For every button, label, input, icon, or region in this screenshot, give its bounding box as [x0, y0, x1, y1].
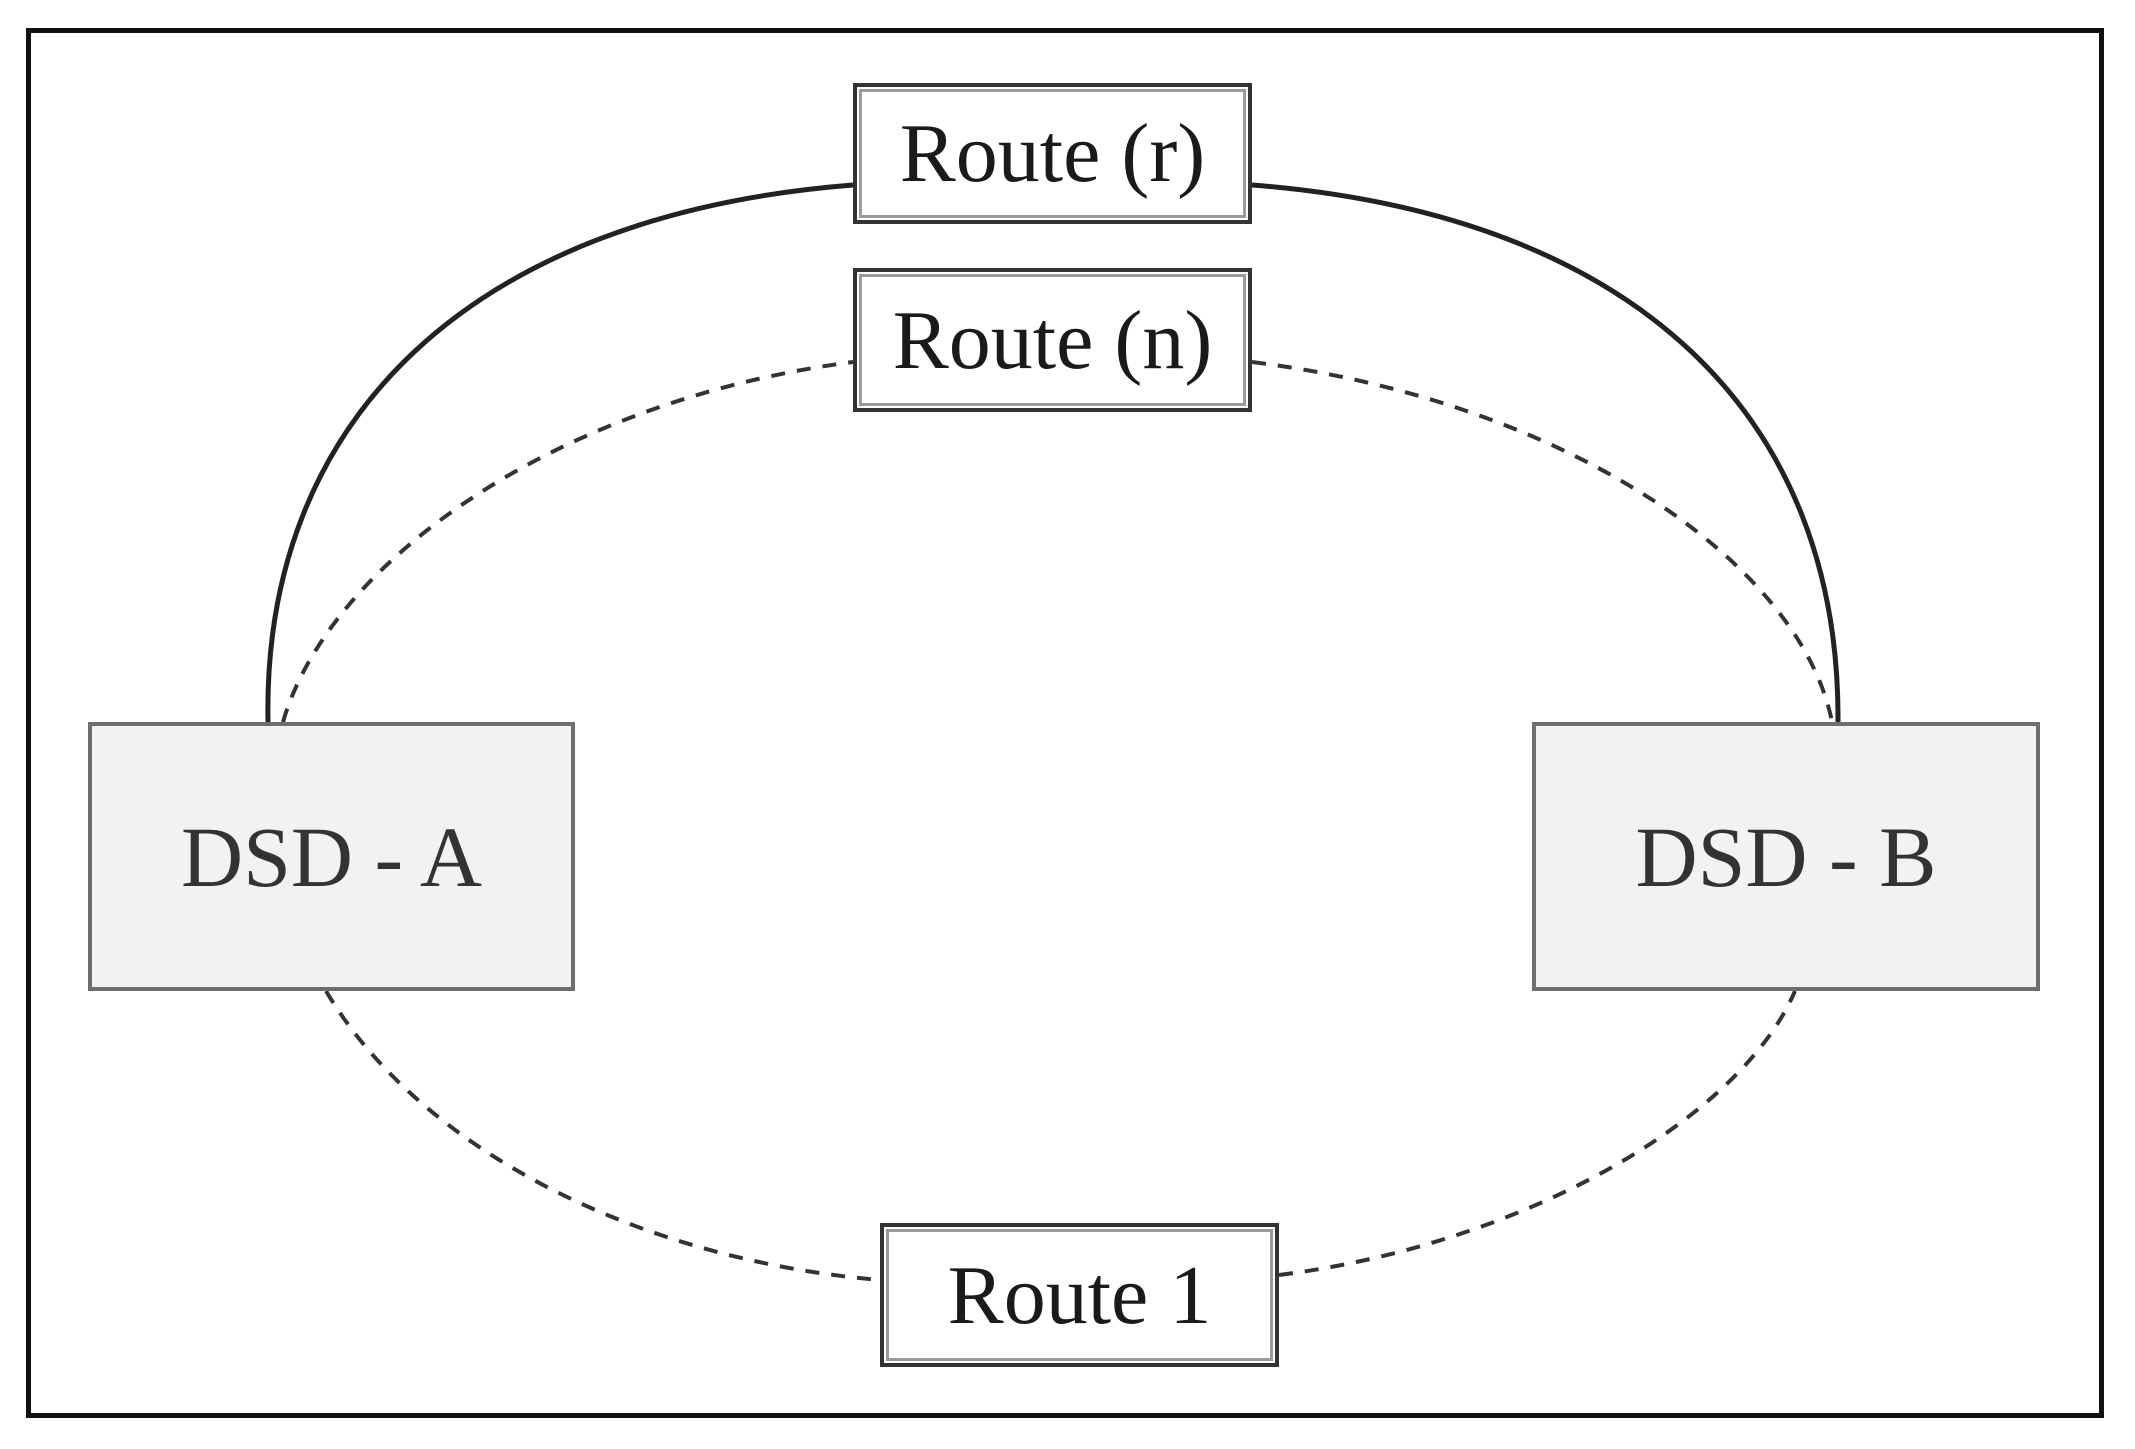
edge-dsd-a-route-1 — [324, 989, 881, 1282]
route-n-label: Route (n) — [892, 293, 1213, 387]
dsd-b-label: DSD - B — [1635, 808, 1937, 905]
edge-route-1-dsd-b — [1278, 990, 1797, 1277]
dsd-b-node: DSD - B — [1532, 722, 2040, 991]
route-1-label: Route 1 — [947, 1248, 1212, 1342]
dsd-a-label: DSD - A — [180, 808, 483, 905]
route-r-label: Route (r) — [899, 107, 1206, 200]
edge-route-n-dsd-b — [1251, 360, 1834, 723]
edge-dsd-a-route-r — [265, 182, 854, 723]
route-1-node: Route 1 — [880, 1223, 1279, 1367]
edge-route-r-dsd-b — [1251, 182, 1841, 723]
edge-dsd-a-route-n — [281, 360, 854, 723]
dsd-a-node: DSD - A — [88, 722, 575, 991]
route-n-node: Route (n) — [853, 268, 1252, 412]
route-r-node: Route (r) — [853, 83, 1252, 224]
